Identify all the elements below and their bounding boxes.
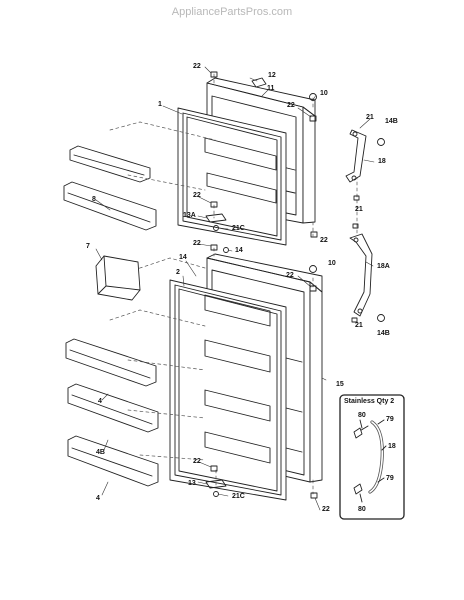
label-22: 22: [193, 458, 201, 465]
watermark: AppliancePartsPros.com: [171, 6, 293, 18]
label-79: 79: [386, 475, 394, 482]
label-4: 4: [96, 495, 100, 502]
label-11: 11: [267, 85, 275, 92]
door-shelf-lower-1: [65, 338, 157, 387]
label-8: 8: [92, 196, 96, 203]
fresh-food-door-gasket: [169, 279, 287, 501]
door-shelf-upper-1: [69, 145, 151, 183]
label-22: 22: [287, 102, 295, 109]
label-21: 21: [366, 114, 374, 121]
hardware: [205, 71, 385, 499]
label-2: 2: [176, 269, 180, 276]
label-leaders: [95, 66, 375, 511]
label-14b: 14B: [377, 330, 390, 337]
label-4b: 4B: [96, 449, 105, 456]
freezer-door-bins: [204, 137, 277, 204]
label-7: 7: [86, 243, 90, 250]
label-21c: 21C: [232, 493, 245, 500]
handle-lower: [349, 195, 373, 323]
door-shelf-upper-2: [63, 181, 157, 231]
label-21: 21: [355, 322, 363, 329]
label-22: 22: [320, 237, 328, 244]
label-22: 22: [193, 240, 201, 247]
label-21c: 21C: [232, 225, 245, 232]
label-10: 10: [320, 90, 328, 97]
label-10: 10: [328, 260, 336, 267]
label-15: 15: [336, 381, 344, 388]
label-80: 80: [358, 412, 366, 419]
label-4: 4: [98, 398, 102, 405]
label-13: 13: [188, 480, 196, 487]
label-18: 18: [388, 443, 396, 450]
label-12: 12: [268, 72, 276, 79]
label-14b: 14B: [385, 118, 398, 125]
label-22: 22: [286, 272, 294, 279]
label-22: 22: [322, 506, 330, 513]
door-shelf-lower-3: [67, 435, 159, 487]
label-80: 80: [358, 506, 366, 513]
fresh-food-door-bins: [204, 294, 271, 464]
label-21: 21: [355, 206, 363, 213]
label-22: 22: [193, 192, 201, 199]
label-22: 22: [193, 63, 201, 70]
label-79: 79: [386, 416, 394, 423]
label-1: 1: [158, 101, 162, 108]
label-18a: 18A: [377, 263, 390, 270]
inset-title: Stainless Qty 2: [344, 398, 395, 405]
egg-container: [95, 255, 141, 301]
label-13a: 13A: [183, 212, 196, 219]
stainless-inset: [339, 394, 405, 520]
label-14: 14: [179, 254, 187, 261]
label-14: 14: [235, 247, 243, 254]
door-shelf-lower-2: [67, 383, 159, 433]
handle-upper: [345, 129, 367, 183]
label-18: 18: [378, 158, 386, 165]
